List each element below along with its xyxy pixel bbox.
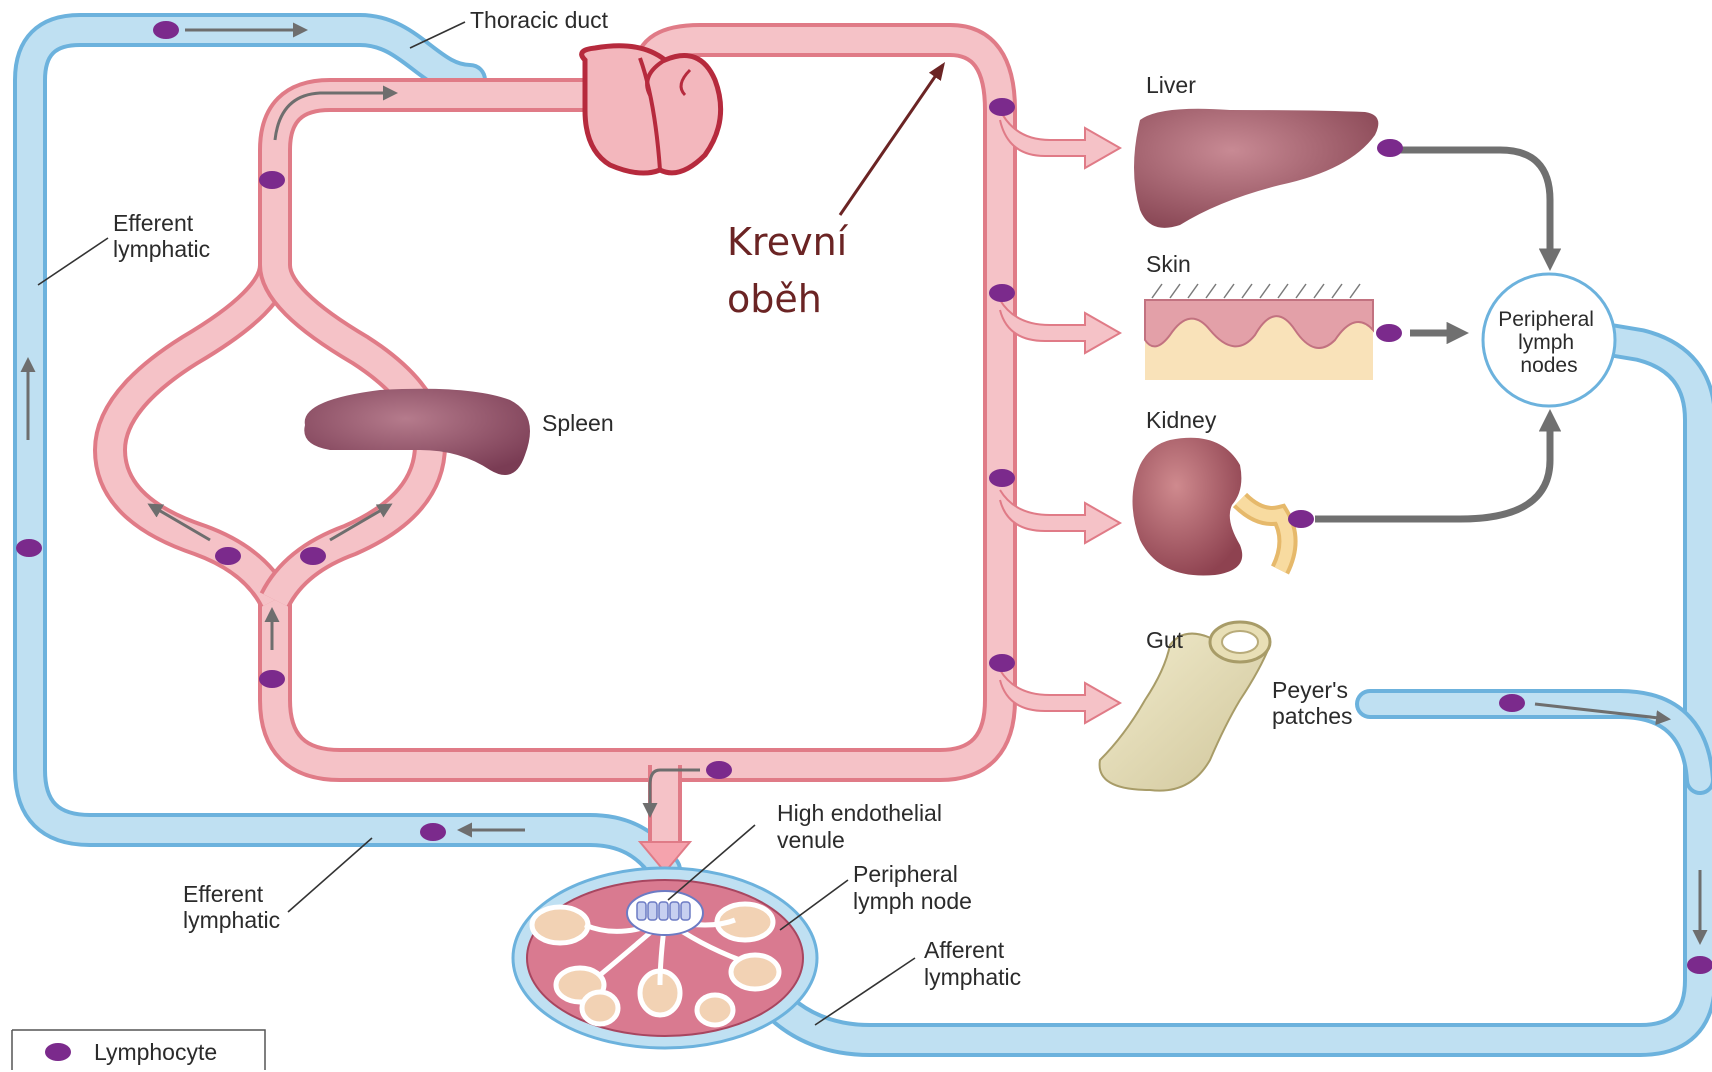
peripheral-lymph-node-icon [513, 868, 817, 1048]
label-pln-line2: lymph node [853, 888, 972, 914]
label-efferent-top-line1: Efferent [113, 210, 194, 236]
label-efferent-bottom-line2: lymphatic [183, 907, 280, 933]
label-skin: Skin [1146, 251, 1191, 277]
label-efferent-bottom-line1: Efferent [183, 881, 264, 907]
lymphocyte [1687, 956, 1712, 974]
lymphocyte [1376, 324, 1402, 342]
legend-lymphocyte-swatch [45, 1043, 71, 1061]
lymphocyte [1499, 694, 1525, 712]
lymphocyte [1377, 139, 1403, 157]
label-afferent-line2: lymphatic [924, 964, 1021, 990]
lymphocyte [989, 284, 1015, 302]
label-gut: Gut [1146, 627, 1184, 653]
label-krevni-line2: oběh [727, 277, 822, 321]
legend: Lymphocyte [12, 1030, 265, 1070]
peripheral-lymph-nodes-circle: Peripheral lymph nodes [1483, 274, 1615, 406]
lymphocyte [16, 539, 42, 557]
label-efferent-lymphatic-bottom: Efferent lymphatic [183, 881, 280, 933]
label-high-endothelial-venule: High endothelial venule [777, 800, 948, 853]
label-hev-line1: High endothelial [777, 800, 942, 826]
peripheral-lymph-nodes-line3: nodes [1520, 354, 1577, 377]
liver-organ-icon [1134, 109, 1378, 228]
peripheral-lymph-nodes-line2: lymph [1518, 331, 1574, 354]
lymphocyte [300, 547, 326, 565]
blood-vessel-to-spleen [275, 95, 590, 265]
gut-organ-icon [1100, 622, 1270, 791]
lymphocyte [215, 547, 241, 565]
label-thoracic-duct: Thoracic duct [470, 7, 609, 33]
label-kidney: Kidney [1146, 407, 1217, 433]
label-peyers-line1: Peyer's [1272, 677, 1348, 703]
label-liver: Liver [1146, 72, 1196, 98]
lymphocyte [259, 171, 285, 189]
kidney-organ-icon [1133, 438, 1288, 576]
krevni-obeh-arrow [840, 65, 943, 215]
lymphocyte [989, 654, 1015, 672]
legend-label: Lymphocyte [94, 1039, 217, 1065]
label-peripheral-lymph-node: Peripheral lymph node [853, 861, 972, 914]
label-efferent-lymphatic-top: Efferent lymphatic [113, 210, 210, 262]
label-krevni-obeh: Krevní oběh [727, 220, 859, 321]
lymphocyte [989, 469, 1015, 487]
lymphocyte [153, 21, 179, 39]
peripheral-lymph-nodes-line1: Peripheral [1498, 308, 1594, 331]
label-afferent-lymphatic: Afferent lymphatic [924, 937, 1021, 990]
label-peyers-patches: Peyer's patches [1272, 677, 1354, 729]
heart-icon [582, 46, 721, 173]
label-hev-line2: venule [777, 827, 845, 853]
label-afferent-line1: Afferent [924, 937, 1005, 963]
lymphocyte [420, 823, 446, 841]
label-pln-line1: Peripheral [853, 861, 958, 887]
lymphocyte [706, 761, 732, 779]
skin-organ-icon [1145, 284, 1373, 380]
lymphocyte [259, 670, 285, 688]
label-peyers-line2: patches [1272, 703, 1353, 729]
label-krevni-line1: Krevní [727, 220, 849, 264]
label-efferent-top-line2: lymphatic [113, 236, 210, 262]
label-spleen: Spleen [542, 410, 614, 436]
lymphocyte [989, 98, 1015, 116]
lymphocyte [1288, 510, 1314, 528]
organ-branch-arrows [1000, 110, 1120, 723]
